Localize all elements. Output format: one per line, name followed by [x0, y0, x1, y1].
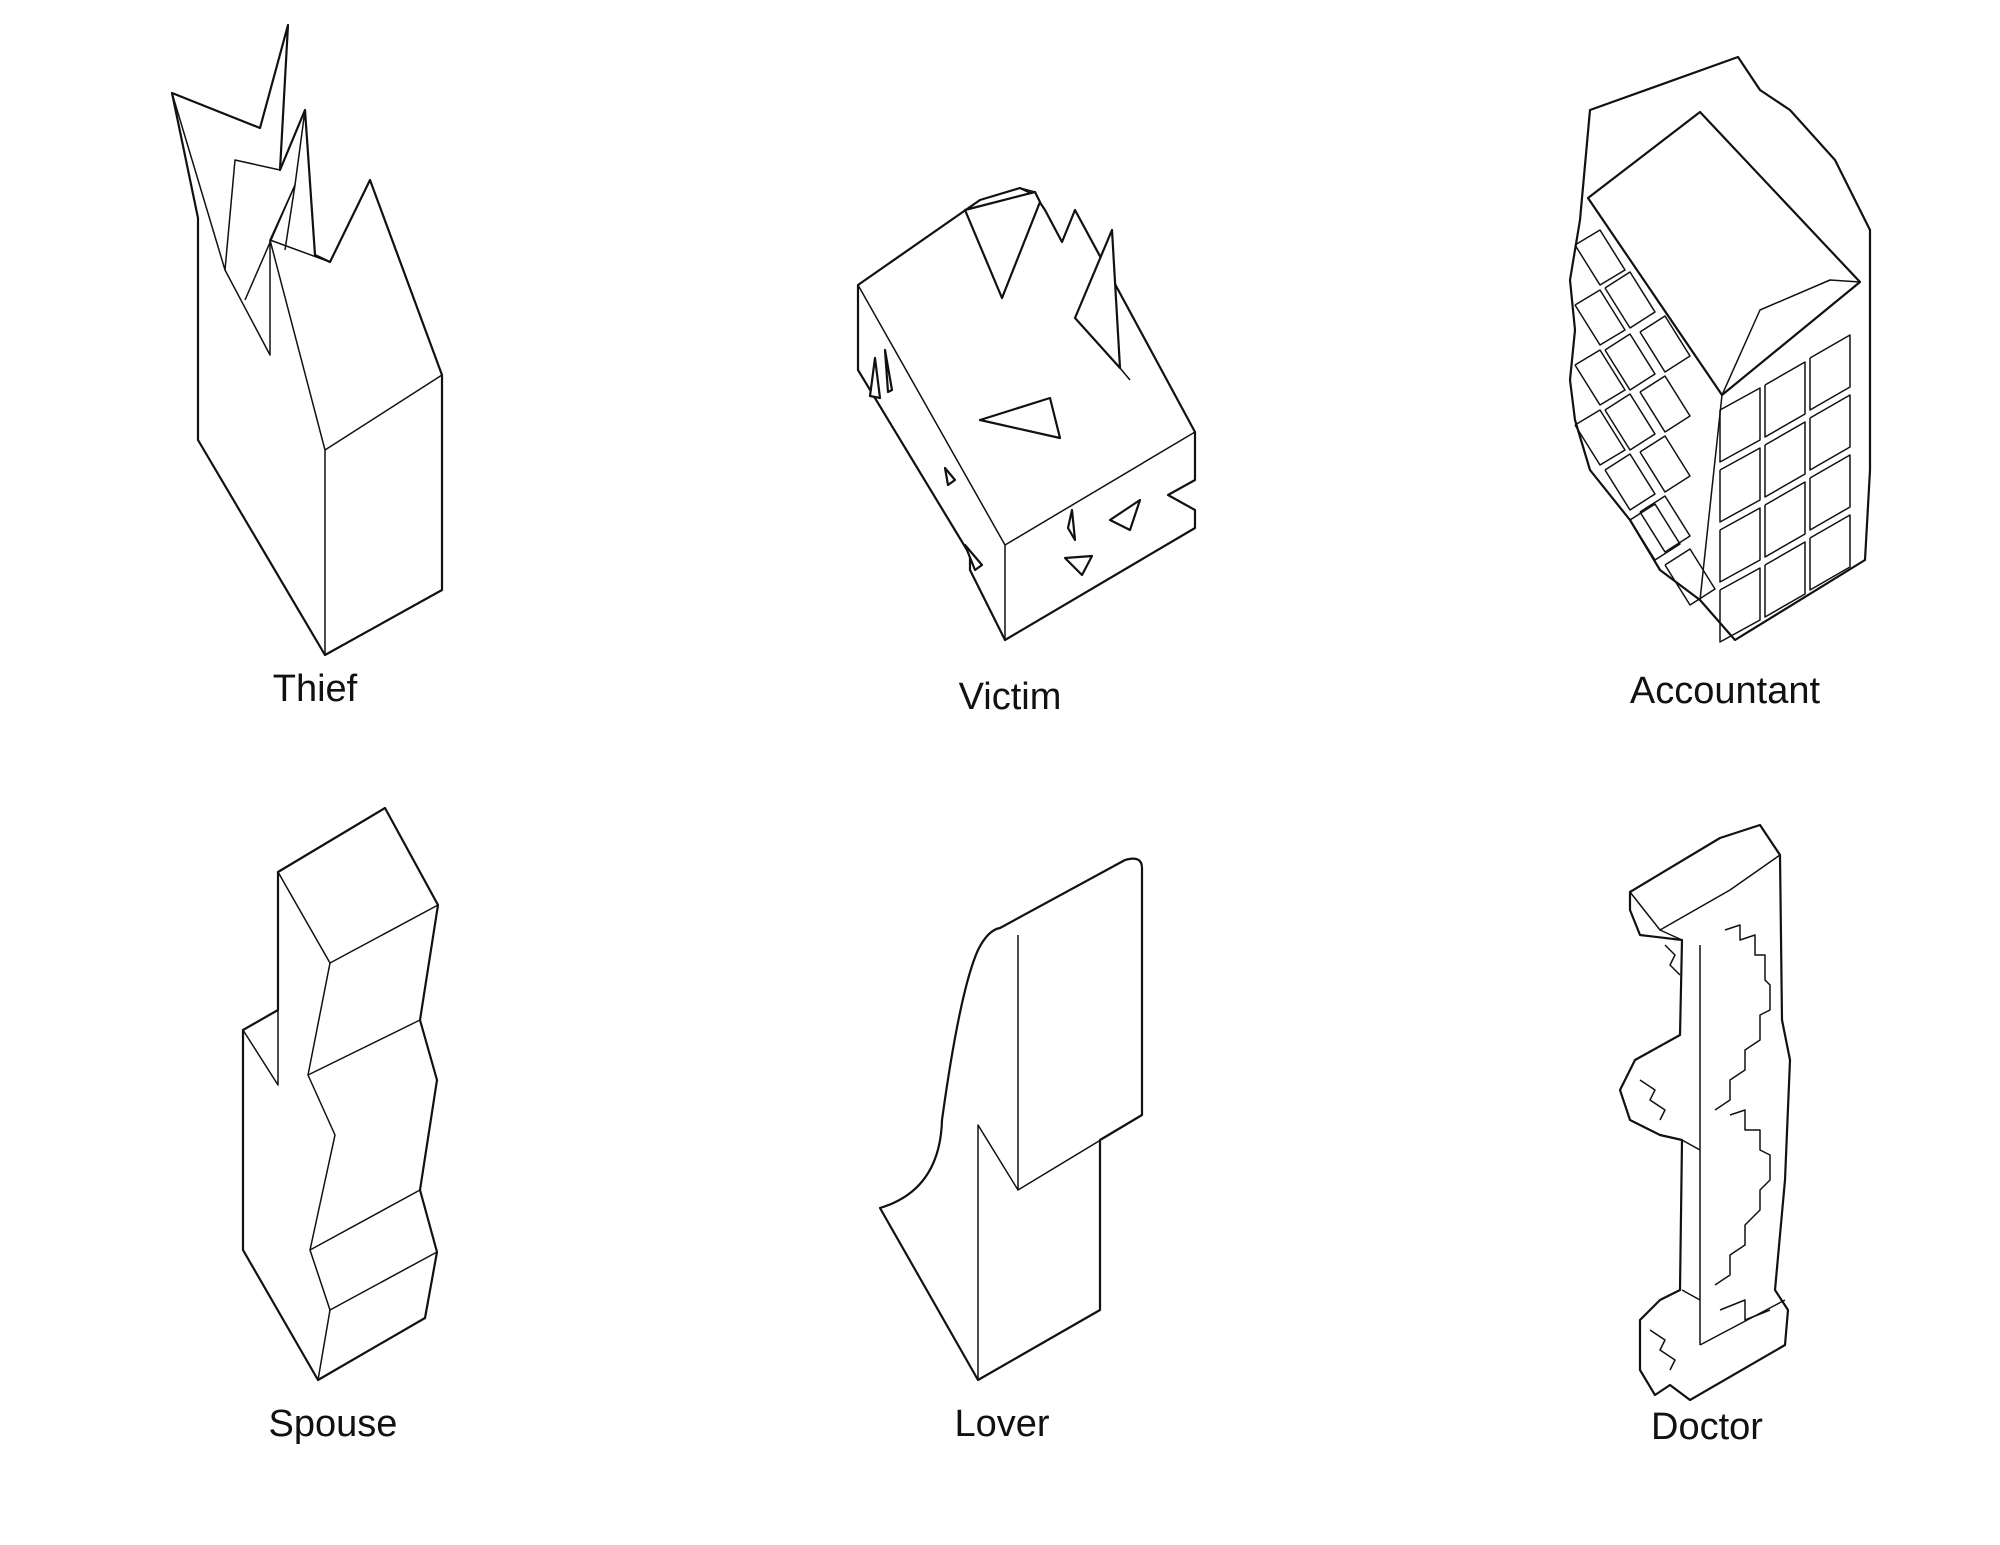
doctor-label: Doctor	[1651, 1406, 1763, 1448]
spouse-label: Spouse	[268, 1403, 398, 1445]
accountant-cells-left	[1574, 229, 1716, 606]
thief-label: Thief	[272, 668, 358, 710]
thief-model	[170, 23, 444, 657]
victim-label: Victim	[958, 676, 1062, 718]
accountant-model	[1568, 55, 1872, 643]
lover-model	[878, 857, 1144, 1382]
doctor-stairs	[1639, 924, 1786, 1371]
accountant-label: Accountant	[1629, 670, 1821, 712]
lover-label: Lover	[954, 1403, 1050, 1445]
doctor-model	[1618, 823, 1792, 1402]
spouse-model	[241, 806, 440, 1382]
accountant-cells-right	[1699, 279, 1861, 643]
victim-model	[856, 186, 1197, 642]
